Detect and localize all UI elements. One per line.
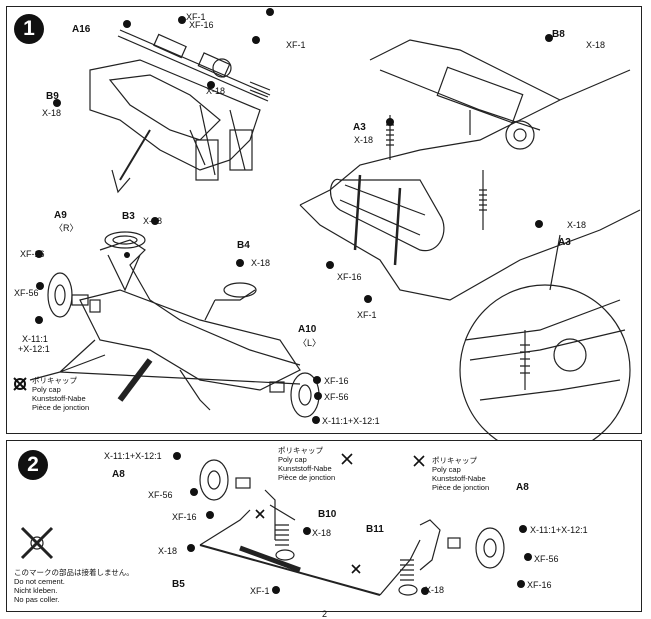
label-r: 〈R〉	[54, 223, 79, 233]
s2-label-x18-c: X-18	[425, 585, 445, 595]
polycap-legend-step2-left: ポリキャップ Poly cap Kunststoff-Nabe Pièce de…	[278, 446, 335, 482]
polycap-fr: Pièce de jonction	[32, 403, 90, 412]
polycap-de: Kunststoff-Nabe	[32, 394, 86, 403]
polycap-en: Poly cap	[32, 385, 61, 394]
label-b9: B9	[46, 91, 59, 102]
label-xf56-b: XF-56	[324, 392, 349, 402]
s2-label-x11-12-a: X-11:1+X-12:1	[104, 451, 162, 461]
s2-label-xf56-b: XF-56	[534, 554, 559, 564]
no-cement-note: このマークの部品は接着しません。 Do not cement. Nicht kl…	[14, 568, 134, 604]
label-xf16-a: XF-16	[189, 20, 214, 30]
s2-label-b11: B11	[366, 524, 384, 535]
s2-label-xf16-a: XF-16	[172, 512, 197, 522]
s2-label-xf16-b: XF-16	[527, 580, 552, 590]
label-x11-12-b: X-11:1+X-12:1	[322, 416, 380, 426]
s2-label-a8-left: A8	[112, 469, 125, 480]
label-b8: B8	[552, 29, 565, 40]
s2-label-x11-12-b: X-11:1+X-12:1	[530, 525, 588, 535]
s2-label-b10: B10	[318, 509, 337, 520]
label-b3: B3	[122, 211, 135, 222]
label-xf1-a: XF-1	[186, 12, 206, 22]
label-x18-c: X-18	[586, 40, 606, 50]
polycap-legend-step2-right: ポリキャップ Poly cap Kunststoff-Nabe Pièce de…	[432, 456, 489, 492]
label-xf16-c: XF-16	[324, 376, 349, 386]
label-x11-a: X-11:1	[22, 334, 48, 344]
label-x18-a: X-18	[206, 86, 226, 96]
no-cement-jp: このマークの部品は接着しません。	[14, 568, 134, 577]
page-number: 2	[322, 609, 328, 619]
step-1-panel	[6, 6, 642, 434]
step-2-badge: 2	[18, 450, 48, 480]
step-2-panel	[6, 440, 642, 612]
label-x12-a: +X-12:1	[18, 344, 50, 354]
label-xf16-b: XF-16	[20, 249, 45, 259]
s2-label-xf56-a: XF-56	[148, 490, 173, 500]
label-x18-f: X-18	[251, 258, 271, 268]
label-xf56-a: XF-56	[14, 288, 39, 298]
s2-label-x18-a: X-18	[312, 528, 332, 538]
label-l: 〈L〉	[298, 338, 322, 348]
step-1-number: 1	[23, 17, 35, 40]
step-1-badge: 1	[14, 14, 44, 44]
polycap-left-jp: ポリキャップ	[278, 446, 323, 455]
label-x18-b: X-18	[42, 108, 62, 118]
label-a3-left: A3	[353, 122, 366, 133]
polycap-right-en: Poly cap	[432, 465, 461, 474]
polycap-jp: ポリキャップ	[32, 376, 77, 385]
step-2-number: 2	[27, 453, 39, 476]
polycap-left-de: Kunststoff-Nabe	[278, 464, 332, 473]
polycap-legend-step1: ポリキャップ Poly cap Kunststoff-Nabe Pièce de…	[32, 376, 89, 412]
polycap-right-de: Kunststoff-Nabe	[432, 474, 486, 483]
no-cement-en: Do not cement.	[14, 577, 65, 586]
s2-label-x18-b: X-18	[158, 546, 178, 556]
label-a3-right: A3	[558, 237, 571, 248]
label-x18-e: X-18	[143, 216, 163, 226]
polycap-left-en: Poly cap	[278, 455, 307, 464]
label-a10: A10	[298, 324, 317, 335]
polycap-right-jp: ポリキャップ	[432, 456, 477, 465]
label-a16: A16	[72, 24, 91, 35]
label-x18-g: X-18	[567, 220, 587, 230]
label-xf1-b: XF-1	[286, 40, 306, 50]
label-xf16-d: XF-16	[337, 272, 362, 282]
polycap-right-fr: Pièce de jonction	[432, 483, 490, 492]
label-b4: B4	[237, 240, 250, 251]
no-cement-de: Nicht kleben.	[14, 586, 58, 595]
polycap-left-fr: Pièce de jonction	[278, 473, 336, 482]
label-xf1-c: XF-1	[357, 310, 377, 320]
s2-label-xf1: XF-1	[250, 586, 270, 596]
no-cement-fr: No pas coller.	[14, 595, 60, 604]
s2-label-b5: B5	[172, 579, 185, 590]
s2-label-a8-right: A8	[516, 482, 529, 493]
label-x18-d: X-18	[354, 135, 374, 145]
label-a9: A9	[54, 210, 67, 221]
